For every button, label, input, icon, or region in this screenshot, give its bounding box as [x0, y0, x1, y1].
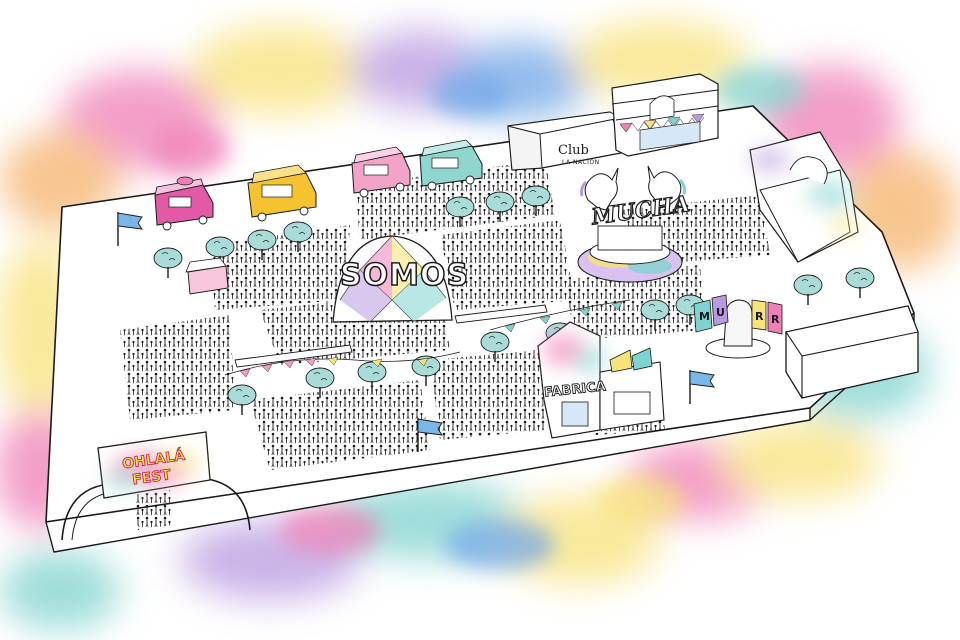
crowd-icon — [210, 225, 350, 310]
club-sign: Club — [558, 143, 589, 158]
unicorn-icon — [580, 167, 619, 211]
food-truck-icon — [247, 164, 317, 222]
murr-letter-2: U — [716, 306, 725, 319]
ohlala-fest-entrance: OHLALÁ FEST — [61, 431, 251, 541]
fabrica-building: FABRICA — [537, 321, 665, 439]
benches — [234, 304, 548, 368]
crowd-icon — [430, 350, 545, 440]
murr-letter-3: R — [755, 310, 764, 323]
crowd-icon — [565, 265, 705, 340]
food-trucks — [154, 139, 483, 231]
crowd-icon — [135, 490, 172, 530]
bunting-garlands — [224, 299, 631, 378]
food-truck-icon — [419, 139, 483, 191]
murr-stage: M U R R — [693, 294, 783, 359]
pavilion-building — [611, 73, 719, 157]
club-la-nacion-building: Club LA NACIÓN — [507, 111, 627, 171]
crowd-icon — [250, 380, 430, 470]
food-truck-icon — [154, 176, 214, 231]
fabrica-sign: FABRICA — [543, 379, 606, 400]
murr-letter-4: R — [771, 313, 780, 326]
storage-building — [785, 305, 919, 399]
somos-sign: SOMOS — [340, 258, 469, 293]
ohlala-sign-line2: FEST — [131, 467, 172, 488]
small-stand — [185, 257, 229, 295]
somos-dome: SOMOS — [332, 235, 469, 323]
unicorn-icon — [647, 165, 686, 209]
main-stage-right — [749, 131, 861, 263]
crowd-icon — [440, 220, 575, 310]
murr-letter-1: M — [699, 310, 710, 323]
crowd-icon — [120, 315, 235, 420]
club-sub-sign: LA NACIÓN — [562, 159, 600, 166]
food-truck-icon — [351, 146, 411, 198]
